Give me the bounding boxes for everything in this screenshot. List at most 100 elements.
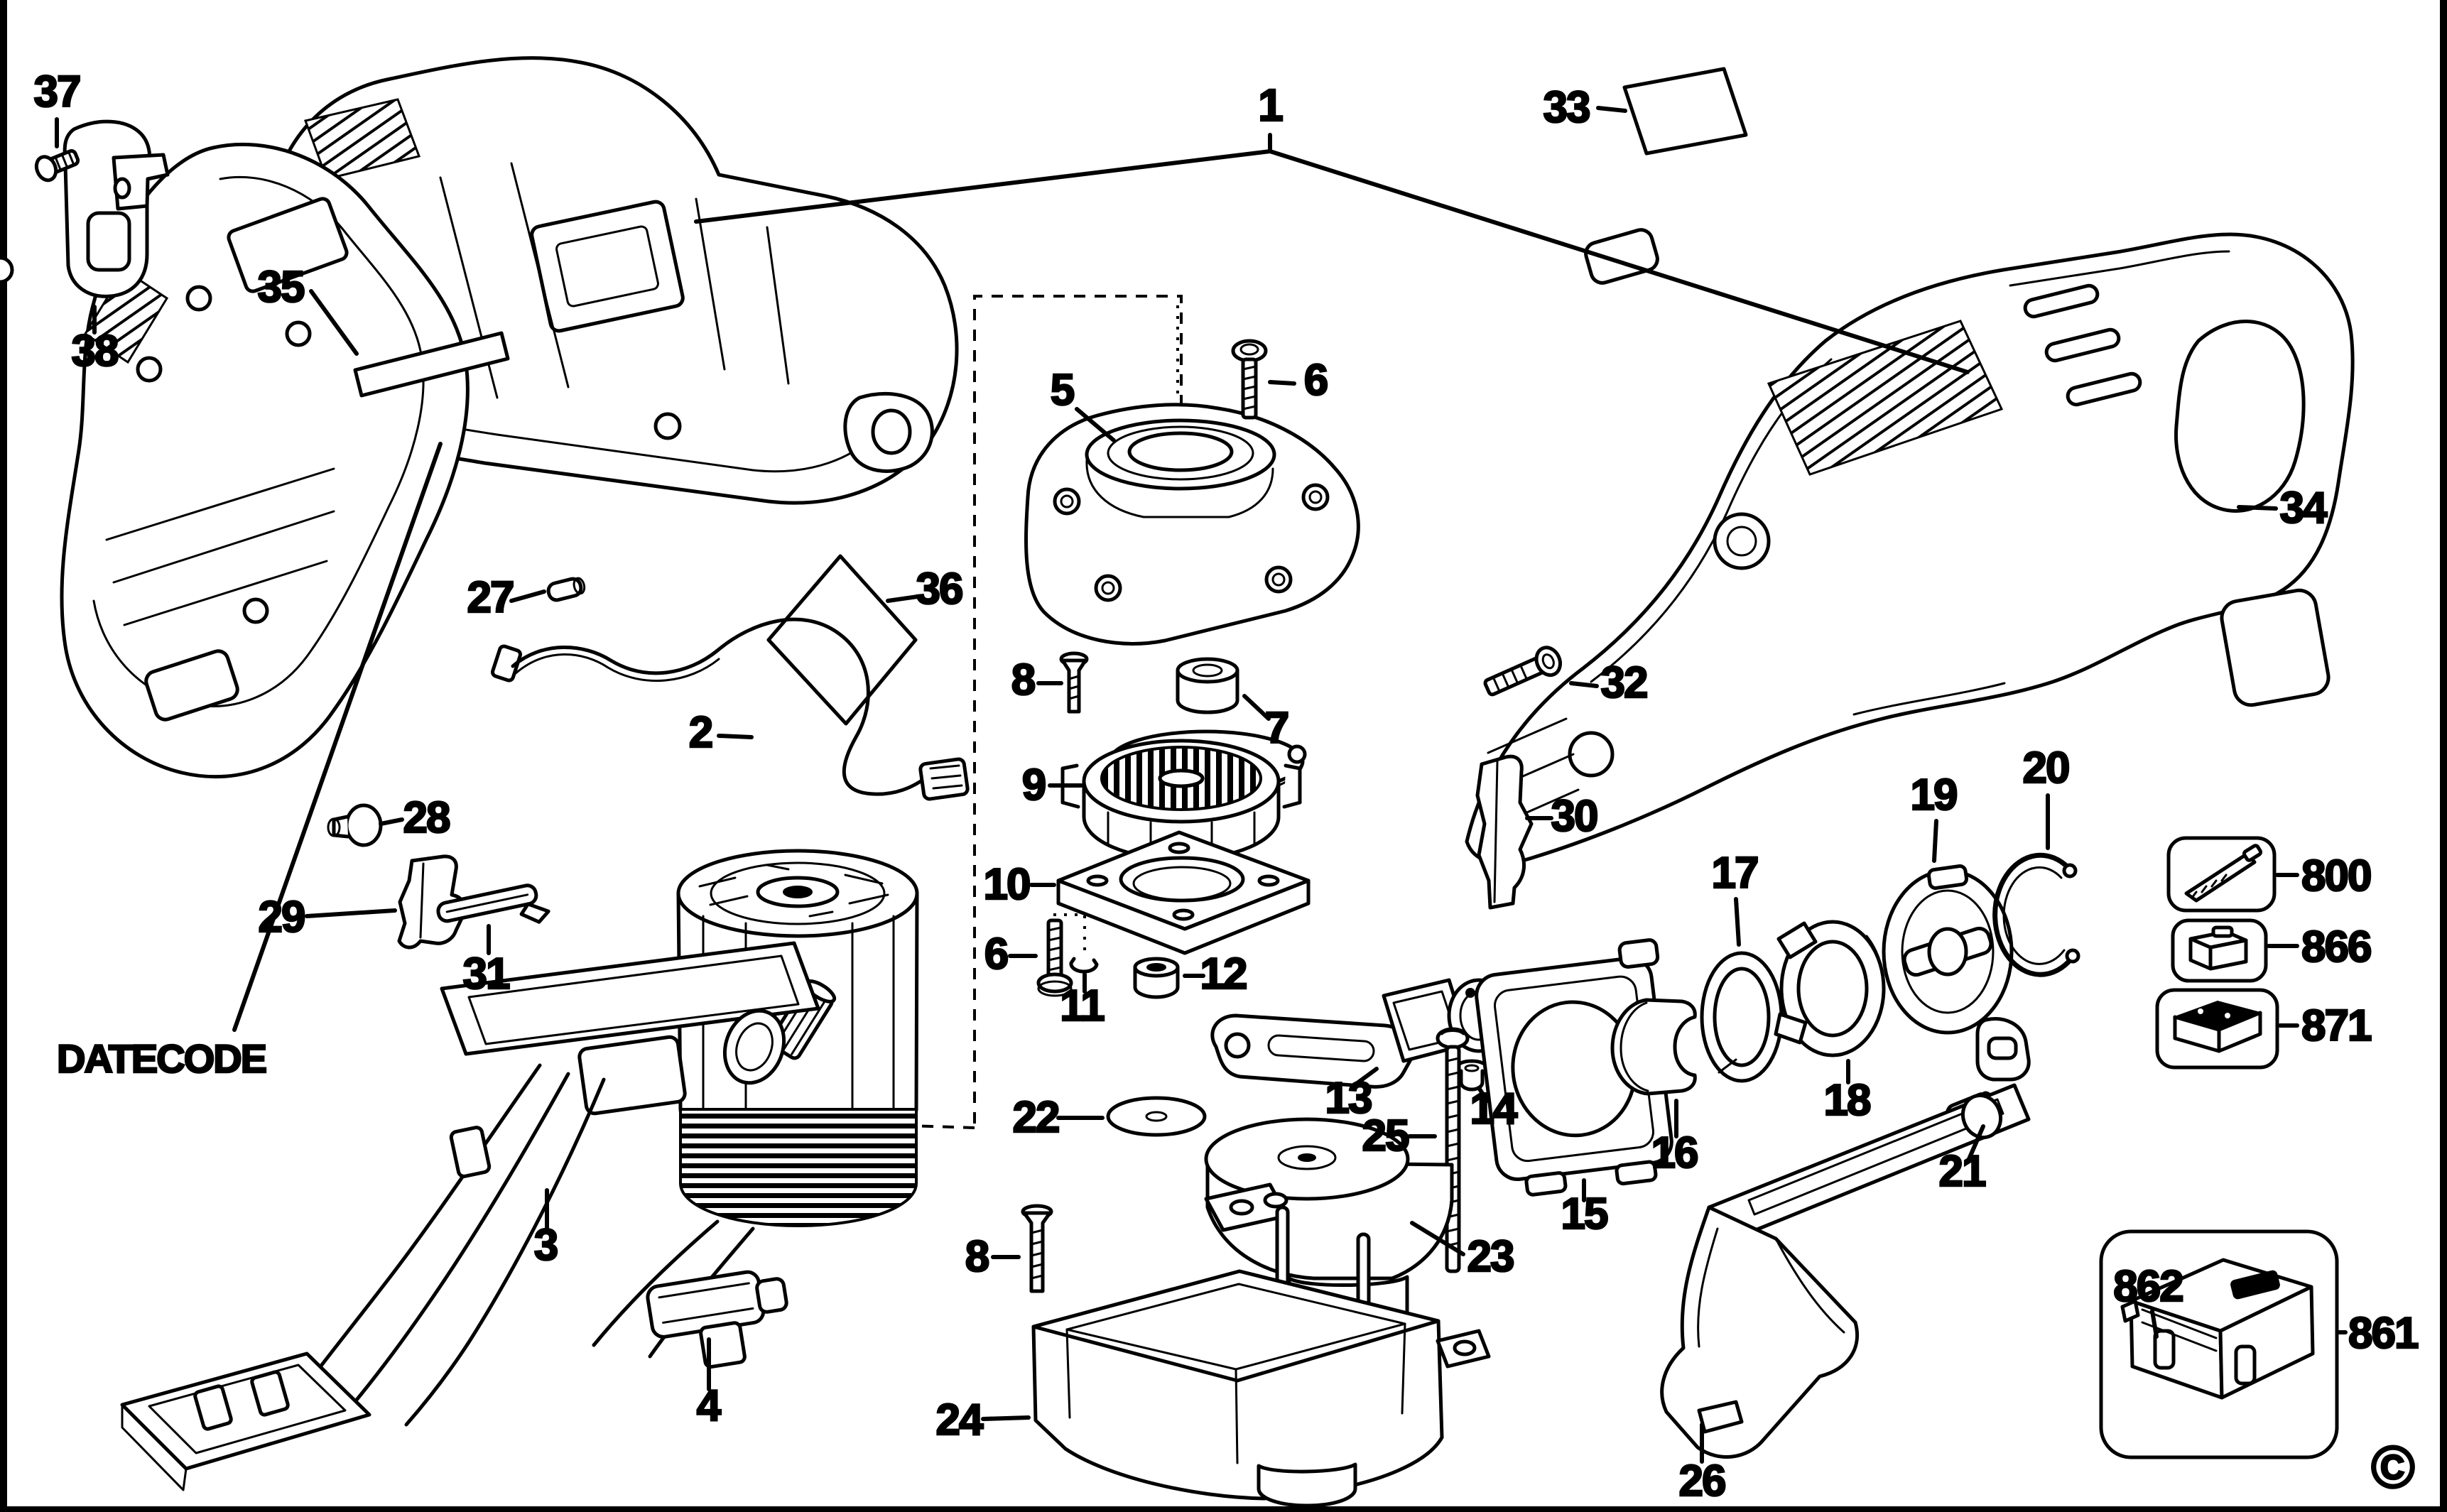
screw-6-top-drawing xyxy=(1231,339,1268,420)
leader-line-part-27-0 xyxy=(509,589,546,603)
label-part-31: 31 xyxy=(463,950,509,999)
clip-11-drawing xyxy=(1069,957,1099,974)
label-part-32: 32 xyxy=(1601,658,1647,707)
label-part-17: 17 xyxy=(1712,849,1758,898)
leader-line-part-21-0 xyxy=(1967,1124,1985,1161)
leader-line-part-14-0 xyxy=(1477,1086,1490,1103)
label-part-3: 3 xyxy=(534,1221,558,1270)
leader-line-part-2-0 xyxy=(717,734,754,739)
shoe-bracket-26-drawing xyxy=(1660,1083,2031,1459)
leader-line-part-5-0 xyxy=(1075,407,1116,442)
label-part-5: 5 xyxy=(1051,366,1074,415)
cover-bolt-bosses xyxy=(1053,483,1330,602)
label-part-6-top: 6 xyxy=(1304,356,1328,405)
label-part-11: 11 xyxy=(1060,981,1104,1030)
leader-line-part-6-top-0 xyxy=(1268,380,1296,386)
label-part-30: 30 xyxy=(1551,792,1597,841)
latch-30-drawing xyxy=(1475,754,1534,910)
label-part-22: 22 xyxy=(1013,1093,1059,1142)
label-part-866: 866 xyxy=(2301,923,2371,972)
slider-31-drawing xyxy=(436,883,550,924)
label-part-21: 21 xyxy=(1939,1147,1985,1196)
gear-case-24-drawing xyxy=(1031,1205,1491,1508)
accessory-box-871 xyxy=(2155,988,2279,1070)
wire-harness-drawing xyxy=(490,617,970,801)
label-part-7: 7 xyxy=(1265,704,1288,753)
part-4-drawing xyxy=(646,1270,788,1369)
label-part-23: 23 xyxy=(1467,1232,1514,1281)
label-part-4: 4 xyxy=(697,1381,722,1430)
label-part-19: 19 xyxy=(1911,771,1957,820)
label-part-8-upper: 8 xyxy=(1011,656,1035,705)
leader-line-part-24-0 xyxy=(981,1415,1031,1421)
leader-line-part-35-0 xyxy=(309,289,359,356)
label-part-12: 12 xyxy=(1200,950,1247,999)
belt-hook-drawing xyxy=(63,119,170,298)
blade-icon xyxy=(2184,844,2263,903)
leader-line-part-28-0 xyxy=(379,817,404,826)
leader-line-part-19-0 xyxy=(1932,819,1938,863)
kitbox-861-drawing xyxy=(2099,1229,2339,1459)
screw-8-upper-drawing xyxy=(1059,651,1089,714)
accessory-box-800 xyxy=(2166,836,2277,913)
label-part-861: 861 xyxy=(2348,1309,2418,1358)
leader-line-part-29-0 xyxy=(305,908,397,918)
label-copyright-mark: © xyxy=(2371,1434,2414,1501)
screw-6-lower-drawing xyxy=(1036,918,1073,997)
leader-line-part-1-1 xyxy=(694,149,1272,224)
pin-27-drawing xyxy=(546,577,586,602)
label-part-15: 15 xyxy=(1561,1190,1607,1239)
label-part-1: 1 xyxy=(1258,80,1282,131)
leader-line-datecode-label-0 xyxy=(232,442,443,1032)
housing-lower-half-drawing xyxy=(60,142,470,779)
snap-ring-20-drawing xyxy=(1992,852,2080,977)
label-part-25: 25 xyxy=(1362,1111,1409,1160)
leader-line-part-17-0 xyxy=(1734,897,1741,947)
battery-icon xyxy=(2188,925,2248,971)
leader-line-part-862-0 xyxy=(2150,1309,2159,1339)
label-part-8-lower: 8 xyxy=(965,1232,989,1281)
left-border-line xyxy=(0,0,7,1512)
label-part-36: 36 xyxy=(916,565,962,614)
clamp-ring-18-drawing xyxy=(1774,920,1886,1057)
right-border-line xyxy=(2440,0,2447,1512)
screw-32-drawing xyxy=(1483,646,1563,697)
leader-line-part-1-2 xyxy=(1268,149,1970,374)
label-part-29: 29 xyxy=(259,893,305,942)
label-part-6-lower: 6 xyxy=(984,930,1008,979)
label-part-16: 16 xyxy=(1651,1128,1698,1177)
screw-37-drawing xyxy=(34,149,80,183)
leader-line-part-23-0 xyxy=(1410,1221,1465,1256)
bushing-12-drawing xyxy=(1133,957,1180,999)
accessory-box-866 xyxy=(2171,918,2268,983)
label-part-24: 24 xyxy=(936,1396,984,1445)
label-part-862: 862 xyxy=(2113,1262,2182,1311)
switch-assembly-drawing xyxy=(120,941,820,1491)
leader-line-part-7-0 xyxy=(1242,694,1271,721)
label-part-35: 35 xyxy=(258,263,304,312)
label-sticker-33 xyxy=(1622,67,1748,156)
label-part-800: 800 xyxy=(2301,852,2370,901)
bottom-border-line xyxy=(0,1506,2447,1512)
leader-line-part-13-0 xyxy=(1350,1067,1379,1089)
leader-line-part-36-0 xyxy=(886,594,920,603)
label-datecode-label: DATECODE xyxy=(57,1036,266,1081)
label-part-10: 10 xyxy=(984,860,1030,909)
charger-icon xyxy=(2172,1000,2263,1053)
saw-body-drawing xyxy=(1465,228,2355,865)
latch-29-drawing xyxy=(397,854,467,950)
label-part-871: 871 xyxy=(2301,1001,2371,1050)
label-part-33: 33 xyxy=(1543,83,1590,132)
label-part-26: 26 xyxy=(1679,1457,1725,1506)
label-part-34: 34 xyxy=(2280,484,2328,533)
label-part-20: 20 xyxy=(2023,744,2069,793)
blade-clamp-19-drawing xyxy=(1882,864,2031,1082)
label-part-13: 13 xyxy=(1325,1074,1372,1123)
label-part-2: 2 xyxy=(689,708,712,757)
retaining-ring-17-drawing xyxy=(1700,951,1784,1083)
screw-8-lower-drawing xyxy=(1021,1204,1053,1293)
